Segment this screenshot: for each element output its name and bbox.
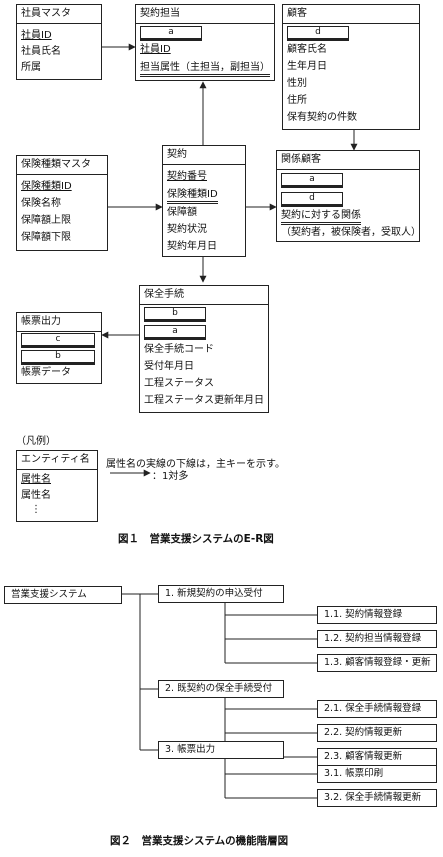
- func-1-3: 1.3. 顧客情報登録・更新: [317, 654, 437, 672]
- attr-address: 住所: [287, 95, 307, 106]
- fk-box-c: c: [21, 333, 95, 348]
- entity-title: 関係顧客: [277, 151, 419, 170]
- attr-shain-name: 社員氏名: [21, 46, 61, 57]
- func-1-2: 1.2. 契約担当情報登録: [317, 630, 437, 648]
- func-3-1: 3.1. 帳票印刷: [317, 765, 437, 783]
- figure2-caption: 図２ 営業支援システムの機能階層図: [110, 835, 289, 847]
- entity-shain-master: 社員マスタ 社員ID 社員氏名 所属: [16, 4, 102, 80]
- func-group-3: 3. 帳票出力: [158, 741, 284, 759]
- entity-title: 契約: [163, 146, 245, 165]
- func-2-3: 2.3. 顧客情報更新: [317, 748, 437, 766]
- func-2-2: 2.2. 契約情報更新: [317, 724, 437, 742]
- attr-hozen-code: 保全手続コード: [144, 344, 214, 355]
- entity-keiyaku: 契約 契約番号 保険種類ID 保障額 契約状況 契約年月日: [162, 145, 246, 257]
- entity-title: 保全手続: [140, 286, 268, 305]
- attr-keiyaku-no: 契約番号: [167, 171, 207, 182]
- entity-kankei-kokyaku: 関係顧客 a d 契約に対する関係 （契約者，被保険者，受取人）: [276, 150, 421, 242]
- legend-title: （凡例）: [16, 436, 56, 447]
- attr-hoken-id: 保険種類ID: [167, 188, 218, 204]
- entity-title: 契約担当: [136, 5, 274, 24]
- fk-box-a: a: [144, 325, 206, 340]
- func-group-1: 1. 新規契約の申込受付: [158, 585, 284, 603]
- attr-shozoku: 所属: [21, 62, 41, 73]
- entity-title: 保険種類マスタ: [17, 156, 107, 175]
- attr-shain-id: 社員ID: [140, 44, 171, 55]
- entity-title: 社員マスタ: [17, 5, 101, 24]
- entity-hozen-tetsuzuki: 保全手続 b a 保全手続コード 受付年月日 工程ステータス 工程ステータス更新…: [139, 285, 269, 413]
- legend-note-one-to-many: ：1対多: [152, 471, 189, 482]
- attr-shain-id: 社員ID: [21, 30, 52, 41]
- fk-box-b: b: [21, 350, 95, 365]
- attr-tanto-zokusei: 担当属性（主担当，副担当）: [140, 61, 270, 77]
- attr-hoshogaku: 保障額: [167, 207, 197, 218]
- entity-chohyo-shutsuryoku: 帳票出力 c b 帳票データ: [16, 312, 102, 384]
- legend-attr: 属性名: [21, 490, 51, 501]
- legend-note-pk: 属性名の実線の下線は，主キーを示す。: [106, 459, 285, 470]
- attr-keiyaku-date: 契約年月日: [167, 241, 217, 252]
- attr-hoken-name: 保険名称: [21, 198, 61, 209]
- attr-lower-limit: 保障額下限: [21, 232, 71, 243]
- entity-title: 顧客: [283, 5, 419, 24]
- attr-keiyaku-status: 契約状況: [167, 224, 207, 235]
- attr-hoken-id: 保険種類ID: [21, 181, 72, 192]
- attr-contract-count: 保有契約の件数: [287, 112, 357, 123]
- attr-chohyo-data: 帳票データ: [21, 367, 71, 378]
- attr-birthdate: 生年月日: [287, 61, 327, 72]
- fk-box-d: d: [287, 26, 349, 41]
- attr-kokyaku-name: 顧客氏名: [287, 44, 327, 55]
- legend-ellipsis: ⋮: [31, 504, 41, 515]
- entity-hoken-master: 保険種類マスタ 保険種類ID 保険名称 保障額上限 保障額下限: [16, 155, 108, 251]
- attr-relation: 契約に対する関係: [281, 209, 361, 225]
- func-root: 営業支援システム: [4, 586, 122, 604]
- attr-gender: 性別: [287, 78, 307, 89]
- entity-keiyaku-tanto: 契約担当 a 社員ID 担当属性（主担当，副担当）: [135, 4, 275, 81]
- func-3-2: 3.2. 保全手続情報更新: [317, 789, 437, 807]
- attr-relation-types: （契約者，被保険者，受取人）: [281, 227, 421, 238]
- fk-box-a: a: [140, 26, 202, 41]
- legend-entity-box: エンティティ名 属性名 属性名 ⋮: [16, 450, 98, 522]
- func-2-1: 2.1. 保全手続情報登録: [317, 700, 437, 718]
- func-1-1: 1.1. 契約情報登録: [317, 606, 437, 624]
- attr-status-update-date: 工程ステータス更新年月日: [144, 395, 264, 406]
- attr-upper-limit: 保障額上限: [21, 215, 71, 226]
- fk-box-b: b: [144, 307, 206, 322]
- legend-attr-pk: 属性名: [21, 474, 51, 485]
- entity-title: 帳票出力: [17, 313, 101, 332]
- func-group-2: 2. 既契約の保全手続受付: [158, 680, 284, 698]
- legend-entity-name: エンティティ名: [17, 451, 97, 470]
- fk-box-d: d: [281, 192, 343, 207]
- attr-uketsuke-date: 受付年月日: [144, 361, 194, 372]
- attr-process-status: 工程ステータス: [144, 378, 214, 389]
- fk-box-a: a: [281, 173, 343, 188]
- entity-kokyaku: 顧客 d 顧客氏名 生年月日 性別 住所 保有契約の件数: [282, 4, 420, 130]
- figure1-caption: 図１ 営業支援システムのE-R図: [118, 533, 274, 545]
